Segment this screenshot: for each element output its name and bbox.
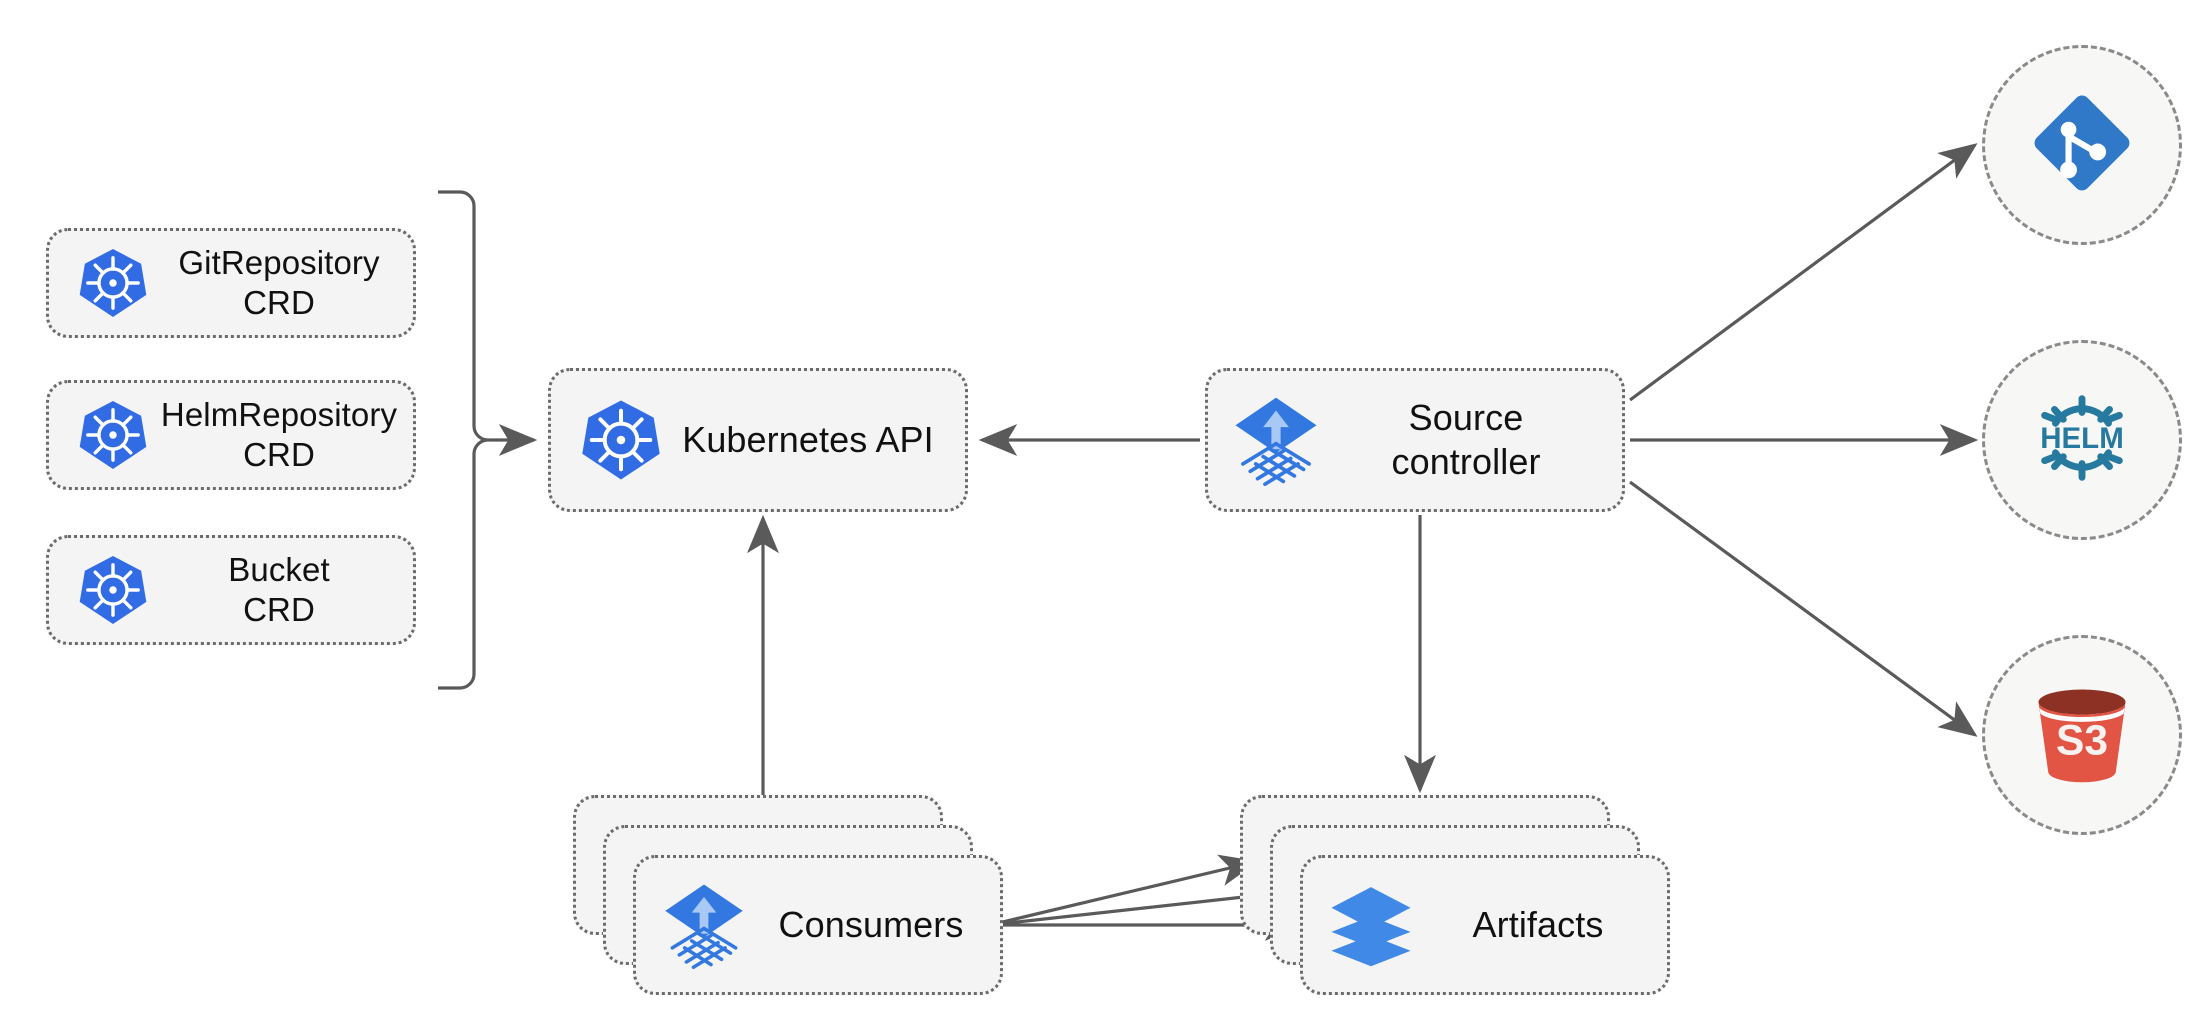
kubernetes-icon — [67, 553, 159, 627]
edge-crd-bracket — [438, 190, 489, 690]
source-helm[interactable]: HELM — [1982, 340, 2182, 540]
node-label: HelmRepository CRD — [160, 395, 398, 473]
node-bucket-crd[interactable]: Bucket CRD — [46, 535, 416, 645]
node-label: Source controller — [1391, 397, 1541, 482]
source-git[interactable]: Git — [1982, 45, 2182, 245]
kubernetes-icon — [67, 246, 159, 320]
git-icon — [2026, 87, 2138, 204]
helm-icon: HELM — [2023, 379, 2141, 502]
node-kubernetes-api[interactable]: Kubernetes API — [548, 368, 968, 512]
node-label: Consumers — [778, 904, 964, 946]
helm-label: HELM — [2040, 421, 2124, 454]
edge-sourcecontroller-to-git — [1629, 143, 1978, 402]
s3-icon: S3 — [2024, 675, 2140, 796]
node-label: Bucket CRD — [228, 550, 330, 628]
flux-icon — [1224, 392, 1328, 488]
edge-consumers-to-artifacts-1 — [989, 854, 1259, 927]
edge-sourcecontroller-to-s3 — [1629, 480, 1978, 737]
edge-consumers-to-artifacts-2 — [989, 880, 1284, 927]
node-gitrepository-crd[interactable]: GitRepository CRD — [46, 228, 416, 338]
flux-icon — [652, 879, 756, 971]
kubernetes-icon — [569, 397, 673, 483]
node-label: GitRepository CRD — [178, 243, 380, 321]
node-artifacts[interactable]: Artifacts — [1300, 855, 1670, 995]
node-helmrepository-crd[interactable]: HelmRepository CRD — [46, 380, 416, 490]
kubernetes-icon — [67, 398, 159, 472]
node-label: Kubernetes API — [682, 419, 934, 461]
s3-label: S3 — [2056, 716, 2108, 764]
source-s3[interactable]: S3 — [1982, 635, 2182, 835]
node-source-controller[interactable]: Source controller — [1205, 368, 1625, 512]
node-label: Artifacts — [1472, 904, 1604, 946]
node-consumers[interactable]: Consumers — [633, 855, 1003, 995]
layers-icon — [1319, 882, 1423, 968]
